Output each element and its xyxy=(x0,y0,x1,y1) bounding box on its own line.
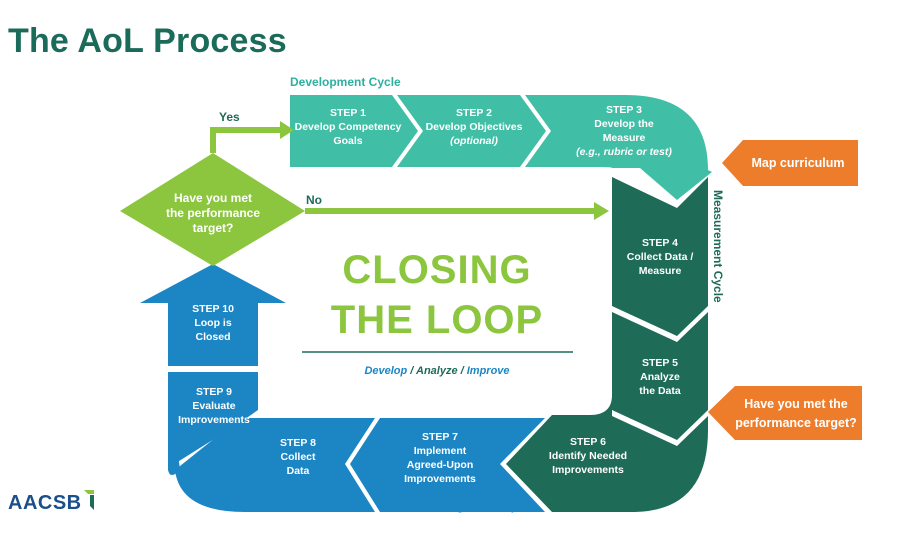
step-9-line-1: Evaluate xyxy=(192,400,235,412)
step-4-number: STEP 4 xyxy=(642,237,678,249)
step-4-line-2: Measure xyxy=(639,265,682,277)
map-curriculum-text: Map curriculum xyxy=(751,156,844,170)
center-title-line-1: CLOSING xyxy=(342,248,531,292)
step-8-number: STEP 8 xyxy=(280,437,316,449)
decision-line-2: the performance xyxy=(166,206,260,220)
map-curriculum-callout xyxy=(722,140,858,186)
step-1-number: STEP 1 xyxy=(330,107,366,119)
step-8-line-2: Data xyxy=(287,465,310,477)
decision-diamond[interactable] xyxy=(120,153,305,266)
step-5-line-2: the Data xyxy=(639,385,681,397)
step-1-chevron xyxy=(290,95,418,167)
step-2-number: STEP 2 xyxy=(456,107,492,119)
subtitle-develop: Develop xyxy=(364,365,407,377)
step-3-corner xyxy=(525,95,712,200)
step-1-line-1: Develop Competency xyxy=(295,121,402,133)
center-title-line-2: THE LOOP xyxy=(331,298,543,342)
target-callout xyxy=(708,386,862,440)
step-8-corner xyxy=(175,418,375,512)
step-5-number: STEP 5 xyxy=(642,357,678,369)
step-5-line-1: Analyze xyxy=(640,371,680,383)
target-callout-line-1: Have you met the xyxy=(744,397,848,411)
step-6-line-2: Improvements xyxy=(552,464,624,476)
step-8-line-1: Collect xyxy=(280,451,316,463)
closing-cycle-label: Closing the Loop xyxy=(420,499,518,513)
center-subtitle: Develop / Analyze / Improve xyxy=(364,365,509,377)
step-3-line-2: Measure xyxy=(603,132,646,144)
step-7-line-2: Agreed-Upon xyxy=(407,459,474,471)
step-4-chevron xyxy=(612,177,708,336)
aacsb-logo-mark-icon xyxy=(84,490,94,510)
decision-line-3: target? xyxy=(193,221,234,235)
step-6-line-1: Identify Needed xyxy=(549,450,627,462)
step-10-number: STEP 10 xyxy=(192,303,234,315)
closing-cycle-band xyxy=(140,264,545,512)
no-arrowhead-icon xyxy=(594,202,609,220)
step-3-line-3: (e.g., rubric or test) xyxy=(576,146,672,158)
subtitle-sep-1: / xyxy=(407,365,416,377)
step-7-line-3: Improvements xyxy=(404,473,476,485)
step-1-line-2: Goals xyxy=(333,135,362,147)
measurement-cycle-label: Measurement Cycle xyxy=(711,190,725,303)
development-cycle-band xyxy=(290,95,712,200)
step-9-block xyxy=(168,372,258,468)
step-4-line-1: Collect Data / xyxy=(627,251,694,263)
decision-group xyxy=(120,121,609,266)
subtitle-improve: Improve xyxy=(467,365,510,377)
step-5-chevron xyxy=(612,312,708,440)
development-cycle-label: Development Cycle xyxy=(290,75,401,89)
decision-line-1: Have you met xyxy=(174,191,252,205)
step-9-line-2: Improvements xyxy=(178,414,250,426)
subtitle-sep-2: / xyxy=(458,365,467,377)
yes-label: Yes xyxy=(219,110,240,124)
step-9-side xyxy=(168,372,180,475)
step-2-line-2: (optional) xyxy=(450,135,498,147)
step-2-chevron xyxy=(397,95,546,167)
step-6-corner xyxy=(506,395,708,512)
step-7-chevron xyxy=(350,418,545,512)
step-3-line-1: Develop the xyxy=(594,118,654,130)
step-10-line-2: Closed xyxy=(195,331,230,343)
no-label: No xyxy=(306,193,322,207)
step-7-number: STEP 7 xyxy=(422,431,458,443)
yes-arrowhead-icon xyxy=(280,121,294,139)
subtitle-analyze: Analyze xyxy=(415,365,458,377)
target-callout-line-2: performance target? xyxy=(735,416,857,430)
step-6-number: STEP 6 xyxy=(570,436,606,448)
step-10-arrow xyxy=(140,264,286,366)
step-9-number: STEP 9 xyxy=(196,386,232,398)
step-2-line-1: Develop Objectives xyxy=(426,121,523,133)
yes-connector xyxy=(210,127,282,153)
step-7-line-1: Implement xyxy=(414,445,467,457)
step-10-line-1: Loop is xyxy=(194,317,231,329)
step-3-number: STEP 3 xyxy=(606,104,642,116)
measurement-cycle-band xyxy=(506,177,708,512)
aacsb-logo: AACSB xyxy=(8,492,82,514)
page-title: The AoL Process xyxy=(8,22,287,60)
